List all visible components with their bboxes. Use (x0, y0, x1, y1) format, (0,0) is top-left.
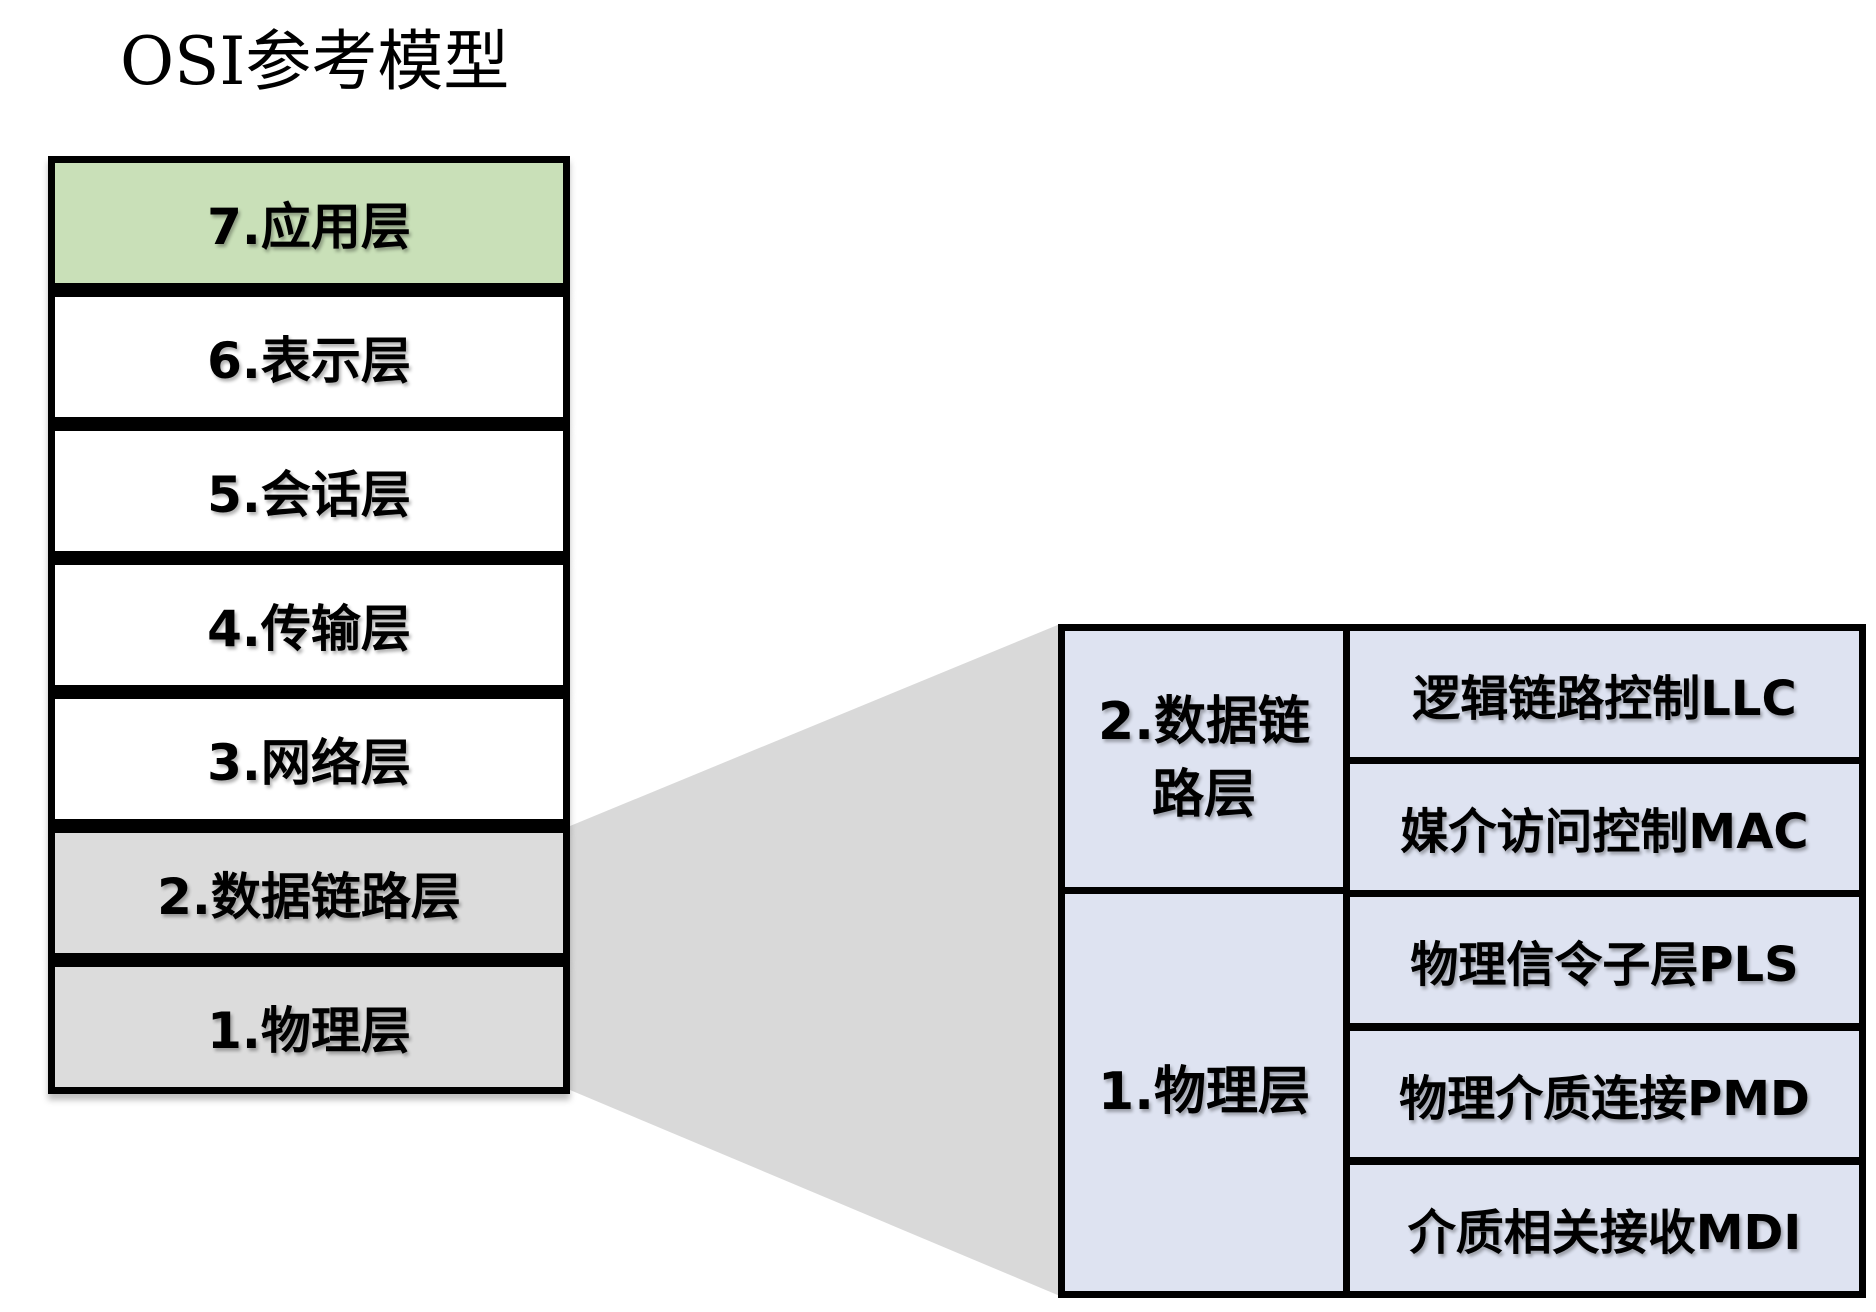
layer-2-data-link: 2.数据链路层 (48, 826, 570, 960)
sublayer-mdi: 介质相关接收MDI (1343, 1158, 1866, 1298)
detail-data-link-label-line1: 2.数据链 (1098, 692, 1310, 753)
lower-layers-detail: 2.数据链 路层 1.物理层 逻辑链路控制LLC 媒介访问控制MAC 物理信令子… (1058, 624, 1866, 1298)
layer-3-network: 3.网络层 (48, 692, 570, 826)
detail-data-link-label-line2: 路层 (1151, 765, 1256, 825)
sublayer-pls: 物理信令子层PLS (1343, 890, 1866, 1030)
layer-6-presentation: 6.表示层 (48, 290, 570, 424)
layer-1-physical: 1.物理层 (48, 960, 570, 1094)
zoom-connector-shape (570, 624, 1060, 1296)
layer-5-session: 5.会话层 (48, 424, 570, 558)
diagram-title: OSI参考模型 (120, 23, 510, 100)
sublayer-llc: 逻辑链路控制LLC (1343, 624, 1866, 764)
sublayer-mac: 媒介访问控制MAC (1343, 757, 1866, 897)
sublayer-pmd: 物理介质连接PMD (1343, 1024, 1866, 1164)
detail-data-link-label: 2.数据链 路层 (1058, 624, 1350, 894)
layer-7-application: 7.应用层 (48, 156, 570, 290)
detail-physical-label: 1.物理层 (1058, 887, 1350, 1298)
layer-4-transport: 4.传输层 (48, 558, 570, 692)
